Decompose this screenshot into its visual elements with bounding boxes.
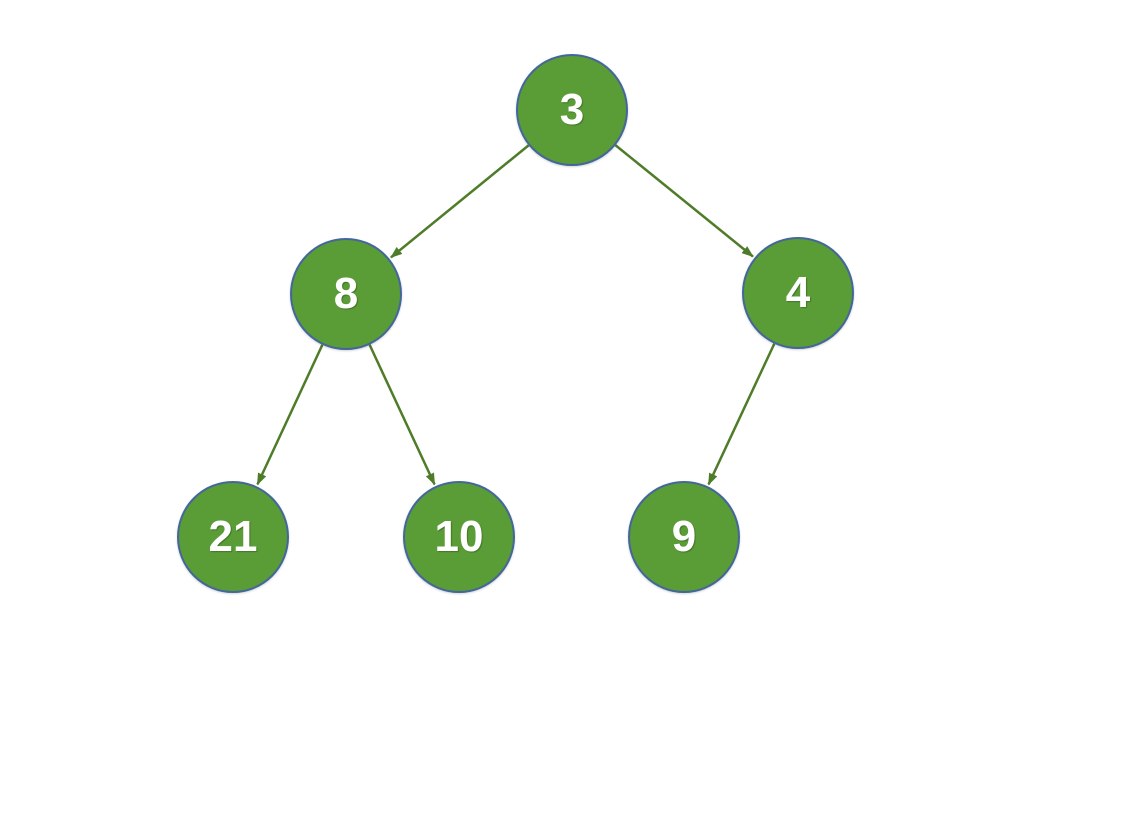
tree-node-9: 9	[628, 481, 740, 593]
tree-node-label: 21	[208, 512, 258, 561]
tree-node-label: 9	[671, 512, 697, 561]
tree-node-10: 10	[403, 481, 515, 593]
tree-node-label: 8	[333, 269, 359, 318]
tree-node-21: 21	[177, 481, 289, 593]
tree-node-label: 10	[434, 512, 484, 561]
tree-node-label: 3	[559, 85, 585, 134]
tree-node-8: 8	[290, 238, 402, 350]
tree-node-3: 3	[516, 54, 628, 166]
tree-edge-3-4	[614, 144, 754, 258]
tree-edge-8-10	[368, 344, 436, 486]
tree-edge-8-21	[256, 344, 324, 486]
tree-edges-group	[256, 144, 776, 486]
tree-node-label: 4	[785, 268, 811, 317]
tree-edge-4-9	[707, 343, 776, 486]
tree-node-4: 4	[742, 237, 854, 349]
tree-edge-3-8	[390, 144, 530, 259]
